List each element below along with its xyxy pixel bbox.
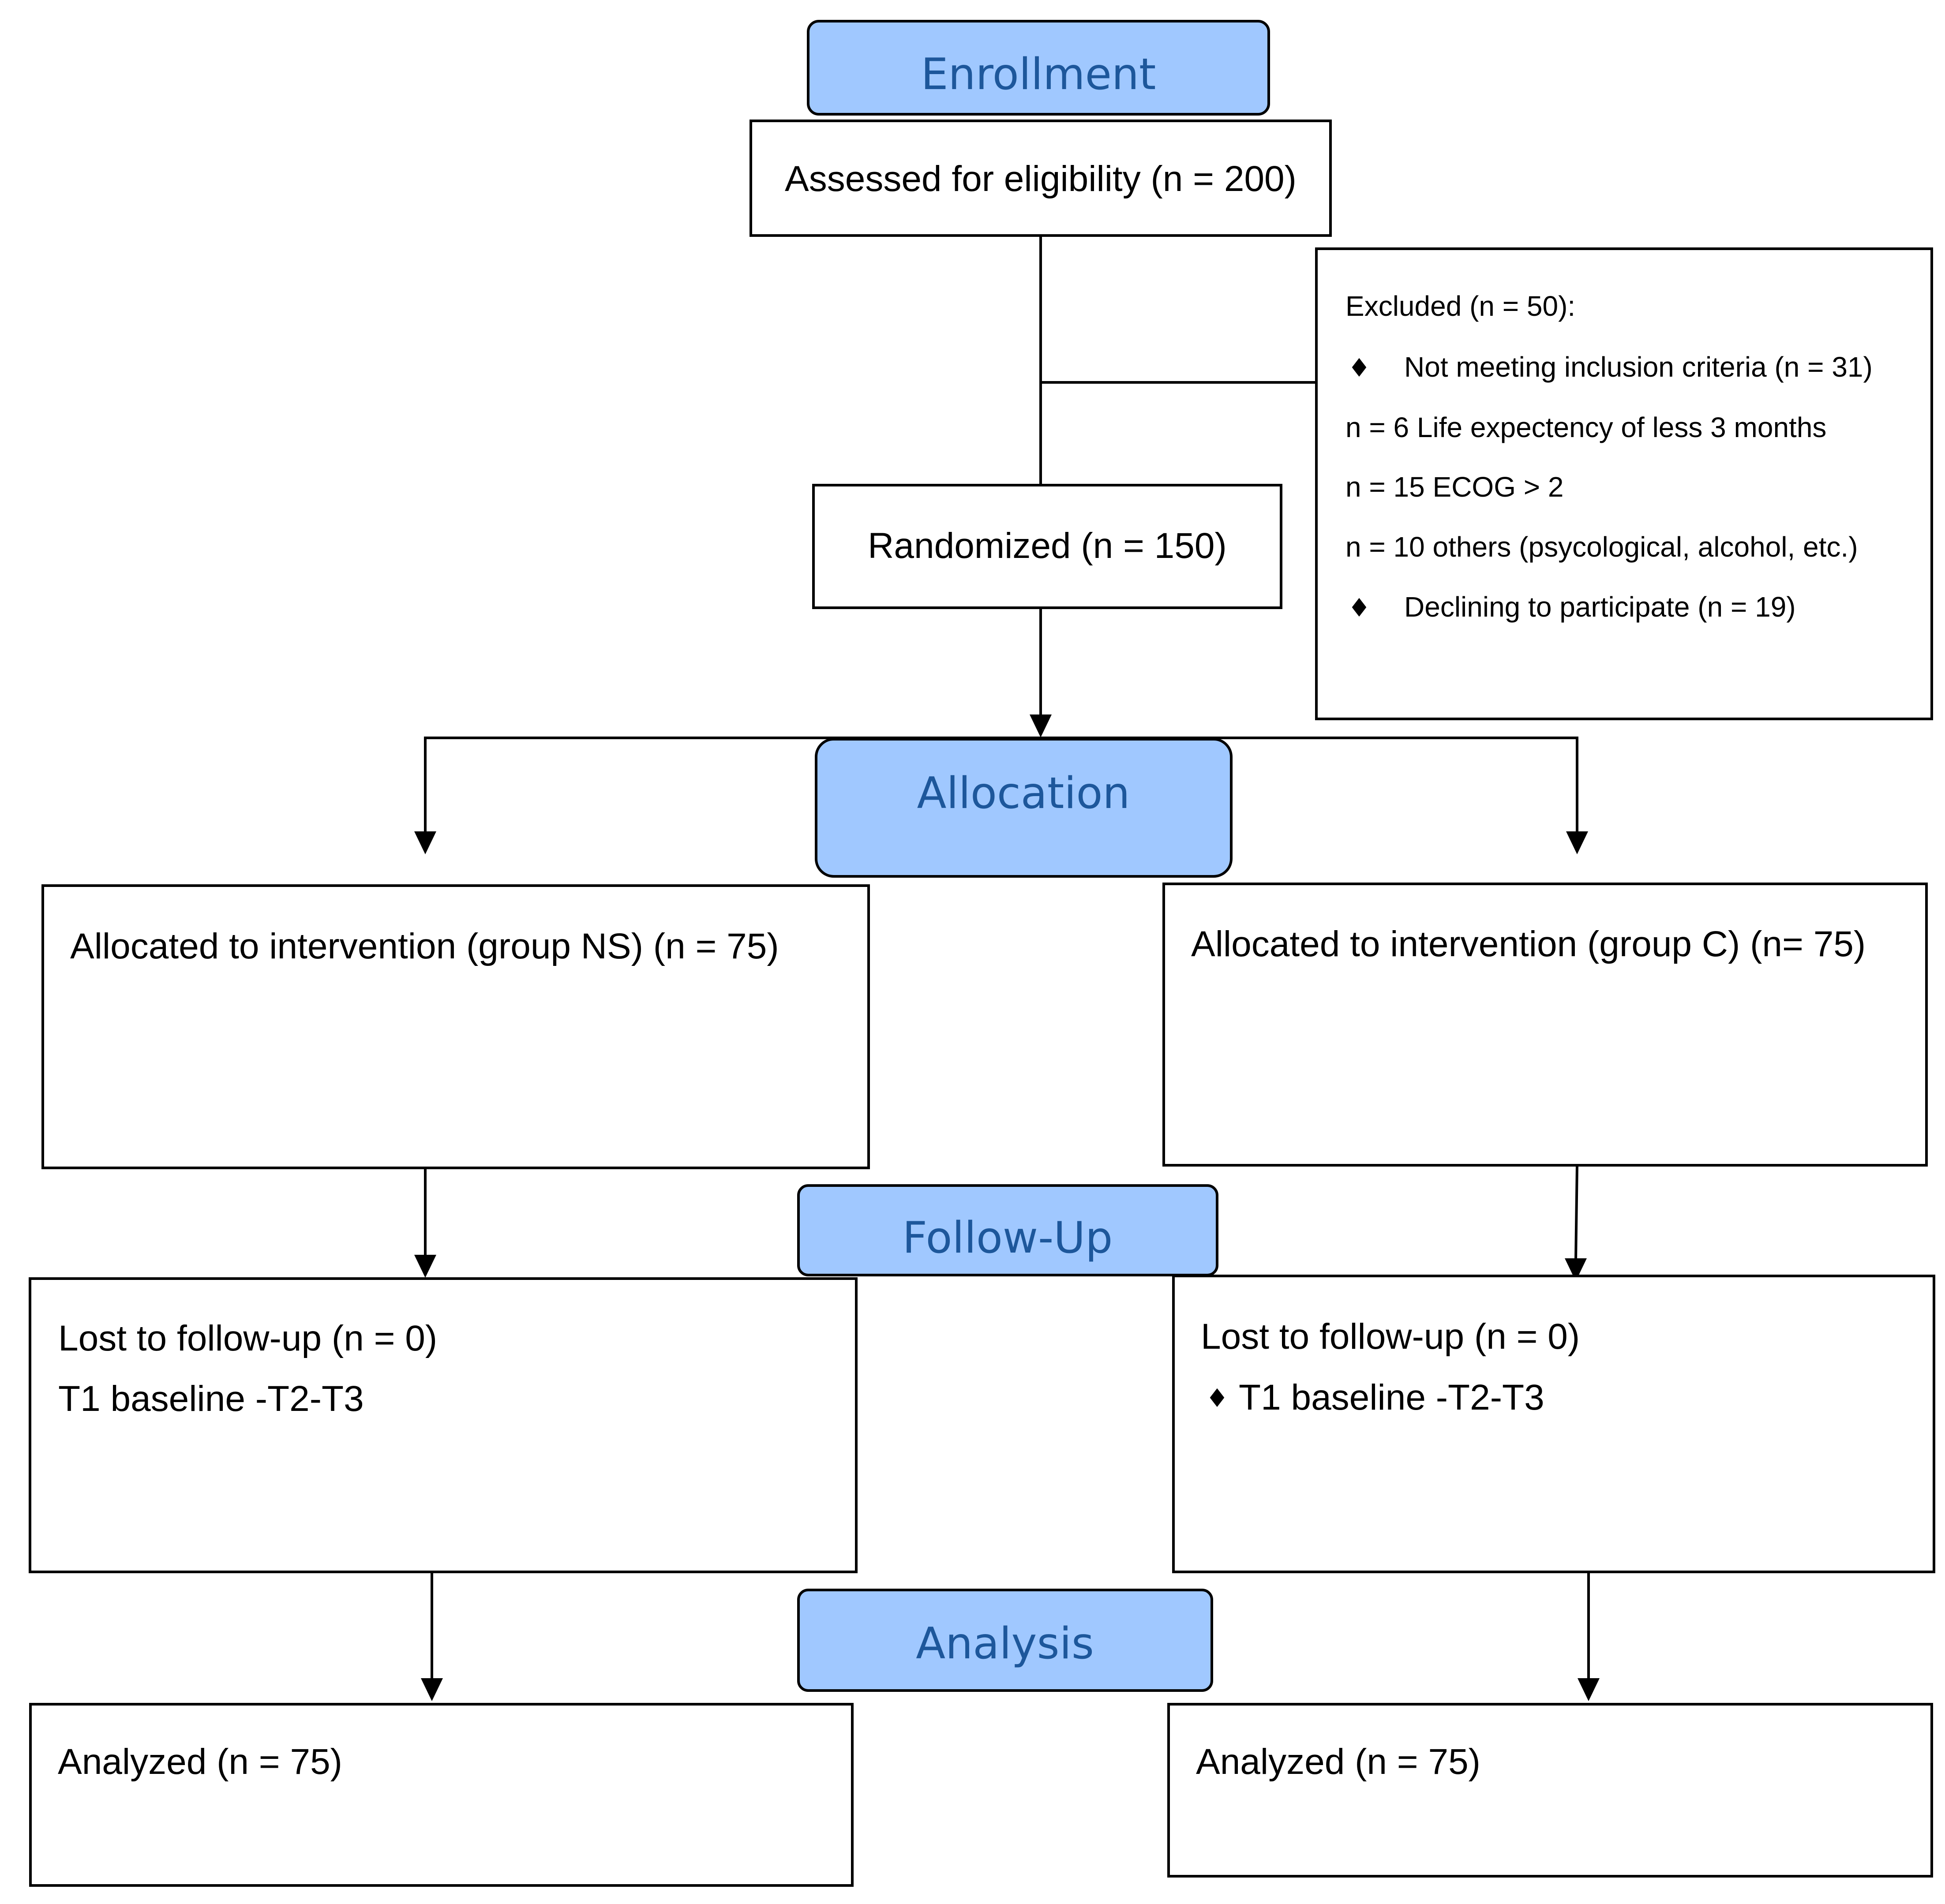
excluded-title: Excluded (n = 50): — [1345, 290, 1575, 322]
excluded-others: n = 10 others (psycological, alcohol, et… — [1345, 531, 1858, 563]
arrowhead-allocation — [1030, 714, 1052, 737]
analysis-left-box: Analyzed (n = 75) — [29, 1703, 854, 1887]
stage-enrollment-label: Enrollment — [921, 49, 1156, 100]
arrowhead-left-allocated — [414, 831, 436, 854]
followup-right-lost: Lost to follow-up (n = 0) — [1201, 1317, 1580, 1357]
excluded-box: Excluded (n = 50): ♦ Not meeting inclusi… — [1315, 247, 1933, 720]
allocated-left-text: Allocated to intervention (group NS) (n … — [70, 926, 779, 966]
arrowhead-right-analysis — [1578, 1678, 1600, 1701]
diamond-bullet-icon: ♦ — [1348, 593, 1371, 623]
arrowhead-left-analysis — [421, 1678, 443, 1701]
stage-enrollment: Enrollment — [807, 20, 1270, 116]
followup-right-box: Lost to follow-up (n = 0) ♦ T1 baseline … — [1172, 1275, 1935, 1573]
analysis-right-text: Analyzed (n = 75) — [1196, 1742, 1480, 1782]
diamond-bullet-icon: ♦ — [1348, 353, 1371, 383]
randomized-text: Randomized (n = 150) — [868, 526, 1227, 566]
analysis-right-box: Analyzed (n = 75) — [1167, 1703, 1933, 1878]
excluded-ecog: n = 15 ECOG > 2 — [1345, 471, 1564, 503]
diamond-bullet-icon: ♦ — [1206, 1383, 1229, 1413]
arrowhead-right-followup — [1565, 1258, 1587, 1281]
allocated-right-text: Allocated to intervention (group C) (n= … — [1191, 924, 1866, 964]
excluded-life-expectancy: n = 6 Life expectency of less 3 months — [1345, 411, 1826, 443]
arrowhead-left-followup — [414, 1255, 436, 1278]
excluded-not-meeting: Not meeting inclusion criteria (n = 31) — [1404, 351, 1873, 383]
followup-left-lost: Lost to follow-up (n = 0) — [58, 1318, 437, 1358]
stage-allocation-label: Allocation — [917, 768, 1130, 819]
connector-right-followup — [1574, 1165, 1578, 1261]
analysis-left-text: Analyzed (n = 75) — [58, 1742, 342, 1782]
stage-analysis-label: Analysis — [916, 1619, 1094, 1669]
followup-left-timepoints: T1 baseline -T2-T3 — [58, 1379, 364, 1419]
stage-analysis: Analysis — [797, 1589, 1213, 1692]
allocated-right-box: Allocated to intervention (group C) (n= … — [1162, 883, 1928, 1167]
arrowhead-right-allocated — [1566, 831, 1588, 854]
assessed-box: Assessed for eligibility (n = 200) — [750, 120, 1332, 237]
assessed-text: Assessed for eligibility (n = 200) — [785, 159, 1297, 199]
allocated-left-box: Allocated to intervention (group NS) (n … — [41, 884, 870, 1169]
stage-follow-up: Follow-Up — [797, 1184, 1218, 1276]
followup-left-box: Lost to follow-up (n = 0) T1 baseline -T… — [29, 1277, 858, 1573]
excluded-declining: Declining to participate (n = 19) — [1404, 591, 1796, 623]
followup-right-timepoints: T1 baseline -T2-T3 — [1239, 1377, 1544, 1418]
stage-follow-up-label: Follow-Up — [903, 1213, 1113, 1263]
stage-allocation: Allocation — [815, 738, 1233, 878]
randomized-box: Randomized (n = 150) — [812, 484, 1282, 609]
